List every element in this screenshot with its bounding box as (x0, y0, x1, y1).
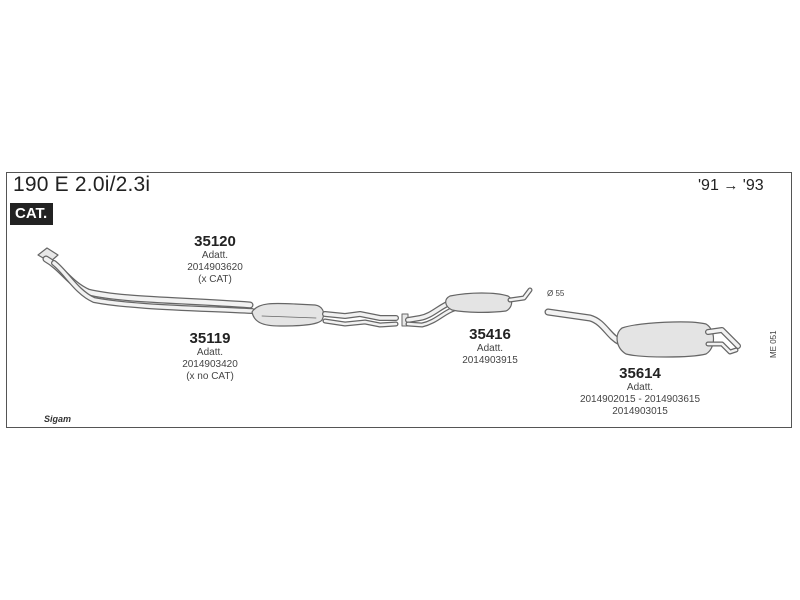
part-number: 35120 (194, 233, 236, 250)
part-35416-label: 35416 Adatt. 2014903915 (440, 326, 540, 367)
part-oem-code: 2014903015 (612, 406, 668, 417)
model-title: 190 E 2.0i/2.3i (13, 173, 151, 196)
year-to: '93 (742, 177, 764, 194)
part-note: Adatt. (201, 250, 229, 261)
center-pipe-35119 (251, 302, 399, 328)
rear-silencer-35614 (544, 308, 741, 358)
front-pipe-35120 (37, 247, 255, 314)
year-range: '91 → '93 (698, 177, 764, 195)
part-number: 35119 (189, 330, 231, 347)
part-number: 35614 (619, 365, 661, 382)
year-from: '91 (698, 177, 719, 194)
part-oem-code: 2014903620 (187, 262, 243, 273)
cat-badge: CAT. (10, 203, 54, 225)
brand-logo: Sigam (44, 414, 72, 424)
middle-silencer-35416 (401, 287, 533, 328)
part-35119-label: 35119 Adatt. 2014903420 (x no CAT) (155, 330, 265, 383)
part-oem-code: 2014903915 (462, 355, 518, 366)
part-note: (x CAT) (198, 274, 232, 285)
reference-code: ME 051 (769, 330, 778, 358)
part-35120-label: 35120 Adatt. 2014903620 (x CAT) (160, 233, 270, 286)
part-note: Adatt. (626, 382, 654, 393)
part-oem-code: 2014903420 (182, 359, 238, 370)
arrow-right-icon: → (723, 177, 739, 194)
part-note: Adatt. (196, 347, 224, 358)
part-oem-code: 2014902015 - 2014903615 (579, 394, 701, 405)
part-note: (x no CAT) (186, 371, 234, 382)
diameter-label: Ø 55 (547, 289, 565, 298)
part-note: Adatt. (476, 343, 504, 354)
part-35614-label: 35614 Adatt. 2014902015 - 2014903615 201… (560, 365, 720, 418)
part-number: 35416 (469, 326, 511, 343)
diagram-frame (6, 172, 792, 428)
